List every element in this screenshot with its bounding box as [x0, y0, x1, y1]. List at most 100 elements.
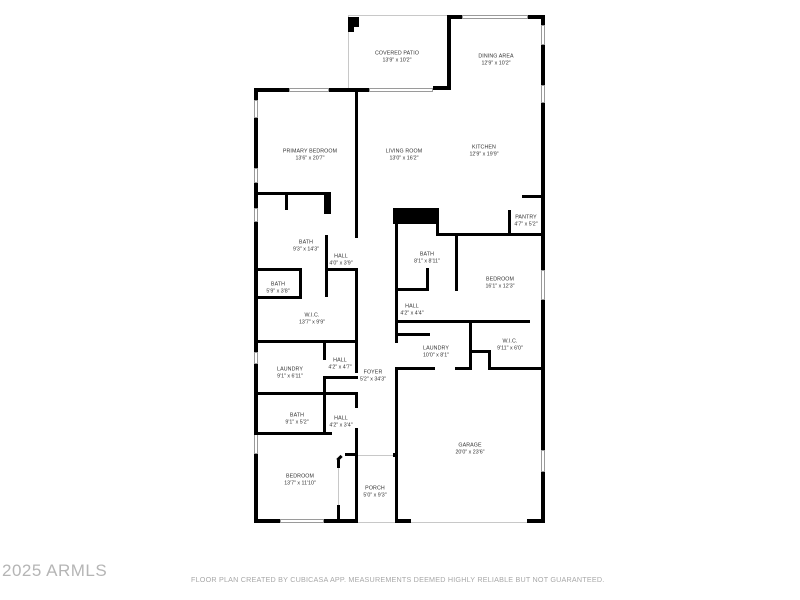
wall: [325, 268, 357, 271]
wall: [528, 15, 545, 19]
wall: [395, 288, 429, 291]
wall: [355, 428, 358, 523]
wall: [254, 432, 332, 435]
window: [254, 168, 258, 183]
window: [289, 88, 329, 92]
wall: [395, 320, 530, 323]
window: [541, 85, 545, 103]
copyright-watermark: 2025 ARMLS: [2, 561, 108, 580]
wall: [337, 505, 340, 521]
wall: [254, 118, 258, 168]
wall: [325, 235, 328, 297]
window: [254, 434, 258, 454]
wall: [426, 268, 429, 291]
wall: [433, 86, 451, 90]
window: [541, 270, 545, 300]
wall: [469, 350, 491, 353]
wall: [395, 367, 398, 523]
porch-edge: [358, 522, 396, 523]
wall: [395, 367, 435, 370]
window: [280, 519, 324, 523]
wall: [488, 367, 545, 370]
wall: [469, 322, 472, 370]
wall: [323, 340, 326, 360]
patio-outline-top: [348, 15, 448, 16]
fireplace: [393, 208, 439, 224]
wall: [254, 296, 302, 299]
wall: [355, 268, 358, 343]
wall: [355, 392, 358, 408]
wall: [436, 233, 545, 236]
window: [369, 88, 433, 92]
wall: [541, 45, 545, 85]
wall: [337, 460, 340, 468]
wall: [455, 233, 458, 291]
garage-door: [411, 522, 527, 523]
wall: [541, 103, 545, 523]
wall: [254, 454, 258, 523]
wall: [324, 192, 331, 214]
patio-corner-post-2: [348, 17, 354, 32]
wall: [395, 519, 411, 523]
patio-outline-left: [348, 15, 349, 90]
wall: [522, 195, 545, 198]
wall: [285, 192, 288, 210]
wall: [508, 210, 511, 236]
wall: [355, 88, 358, 238]
wall: [254, 364, 258, 434]
wall: [447, 15, 451, 90]
room-wic-primary: W.I.C.13'7" x 9'9": [298, 312, 326, 326]
wall: [436, 208, 439, 236]
wall: [299, 268, 302, 298]
wall: [323, 376, 358, 379]
window: [254, 352, 258, 364]
closet-line: [338, 468, 339, 505]
wall: [345, 453, 358, 456]
window: [254, 100, 258, 118]
wall: [254, 192, 330, 195]
disclaimer-text: FLOOR PLAN CREATED BY CUBICASA APP. MEAS…: [191, 575, 605, 584]
window: [254, 208, 258, 222]
wall: [447, 15, 462, 19]
wall: [541, 15, 545, 25]
wall: [395, 333, 430, 336]
wall: [323, 376, 326, 433]
wall: [324, 519, 358, 523]
window: [541, 450, 545, 472]
wall: [254, 340, 358, 343]
wall: [455, 367, 472, 370]
wall: [254, 392, 358, 395]
wall: [355, 340, 358, 373]
wall: [254, 519, 280, 523]
wall: [254, 88, 289, 92]
wall: [329, 88, 369, 92]
window: [541, 25, 545, 45]
window: [462, 15, 528, 19]
wall: [254, 183, 258, 208]
wall: [254, 222, 258, 352]
wall: [527, 519, 545, 523]
wall: [254, 88, 258, 100]
room-wic-east: W.I.C.9'11" x 6'0": [497, 338, 523, 352]
